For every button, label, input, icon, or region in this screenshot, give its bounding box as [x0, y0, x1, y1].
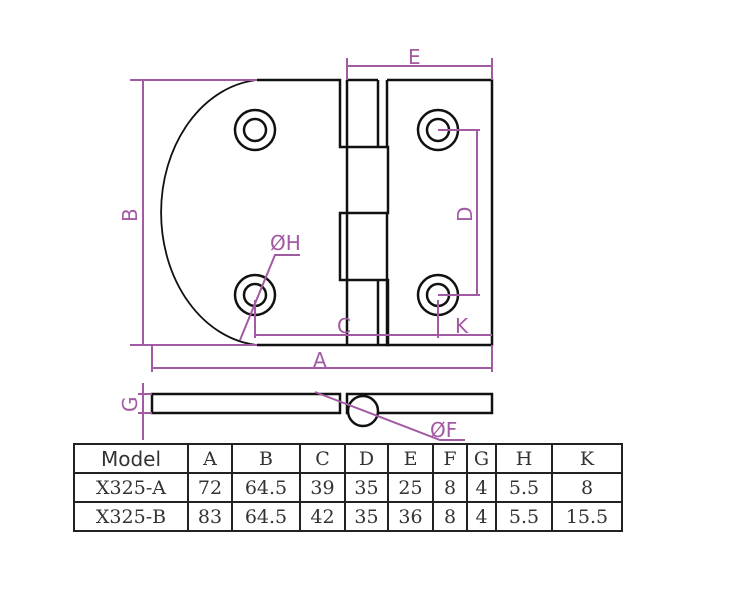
header-cell: D: [344, 443, 389, 474]
table-header-row: Model A B C D E F G H K: [73, 443, 623, 474]
dim-label-c: C: [337, 314, 351, 338]
header-cell: K: [551, 443, 623, 474]
cell: 25: [387, 472, 434, 503]
screw-hole: [233, 108, 277, 152]
cell: 8: [551, 472, 623, 503]
cell: 5.5: [495, 472, 553, 503]
dim-label-g: G: [118, 397, 142, 413]
rounded-leaf-edge: [160, 79, 258, 346]
table-row: X325-A 72 64.5 39 35 25 8 4 5.5 8: [73, 472, 623, 503]
dim-label-h: ØH: [270, 231, 301, 255]
cell: 8: [432, 501, 468, 532]
cell: 72: [187, 472, 233, 503]
cell: 4: [466, 501, 497, 532]
cell: 35: [344, 501, 389, 532]
cell: 8: [432, 472, 468, 503]
cell: 4: [466, 472, 497, 503]
dim-label-d: D: [453, 207, 477, 222]
dim-label-b: B: [118, 208, 142, 222]
cell-model: X325-B: [73, 501, 189, 532]
cell: 5.5: [495, 501, 553, 532]
header-cell: B: [231, 443, 301, 474]
hinge-outline: [150, 78, 494, 428]
header-cell: E: [387, 443, 434, 474]
dim-label-f: ØF: [430, 418, 457, 442]
dimension-lines: [130, 58, 493, 441]
cell-model: X325-A: [73, 472, 189, 503]
cell: 83: [187, 501, 233, 532]
cell: 36: [387, 501, 434, 532]
table-row: X325-B 83 64.5 42 35 36 8 4 5.5 15.5: [73, 501, 623, 532]
side-view-left-leaf: [150, 392, 342, 415]
left-leaf: [257, 78, 390, 347]
cell: 15.5: [551, 501, 623, 532]
header-cell: G: [466, 443, 497, 474]
dim-label-k: K: [455, 314, 469, 338]
cell: 64.5: [231, 501, 301, 532]
spec-table: Model A B C D E F G H K X325-A 72 64.5 3…: [73, 443, 623, 532]
header-cell: F: [432, 443, 468, 474]
header-cell: A: [187, 443, 233, 474]
cell: 42: [299, 501, 346, 532]
cell: 64.5: [231, 472, 301, 503]
dim-label-a: A: [313, 348, 327, 372]
cell: 35: [344, 472, 389, 503]
header-cell: Model: [73, 443, 189, 474]
dim-label-e: E: [408, 45, 421, 69]
header-cell: C: [299, 443, 346, 474]
cell: 39: [299, 472, 346, 503]
header-cell: H: [495, 443, 553, 474]
